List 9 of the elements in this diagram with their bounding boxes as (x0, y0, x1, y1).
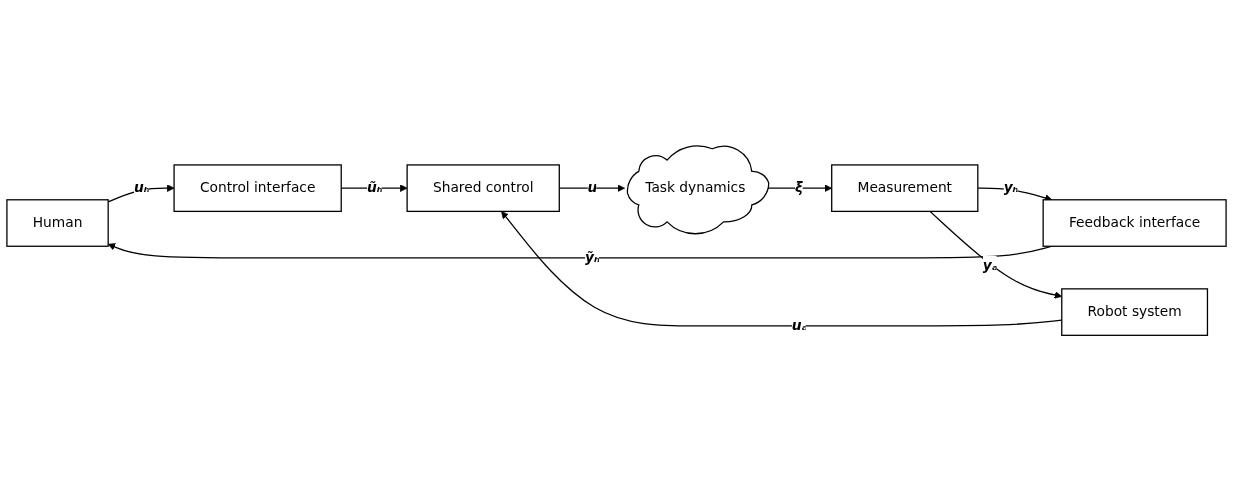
node-box: Feedback interface (1042, 199, 1227, 248)
node-box: Shared control (406, 164, 560, 213)
node-box: Robot system (1061, 288, 1209, 337)
node-box: Measurement (831, 164, 979, 213)
node-box: Human (6, 199, 109, 248)
edge-label: yₕ (1003, 180, 1019, 197)
edge-label: u (587, 180, 598, 197)
edge-label: ỹₕ (585, 249, 600, 267)
node-box: Control interface (173, 164, 342, 213)
